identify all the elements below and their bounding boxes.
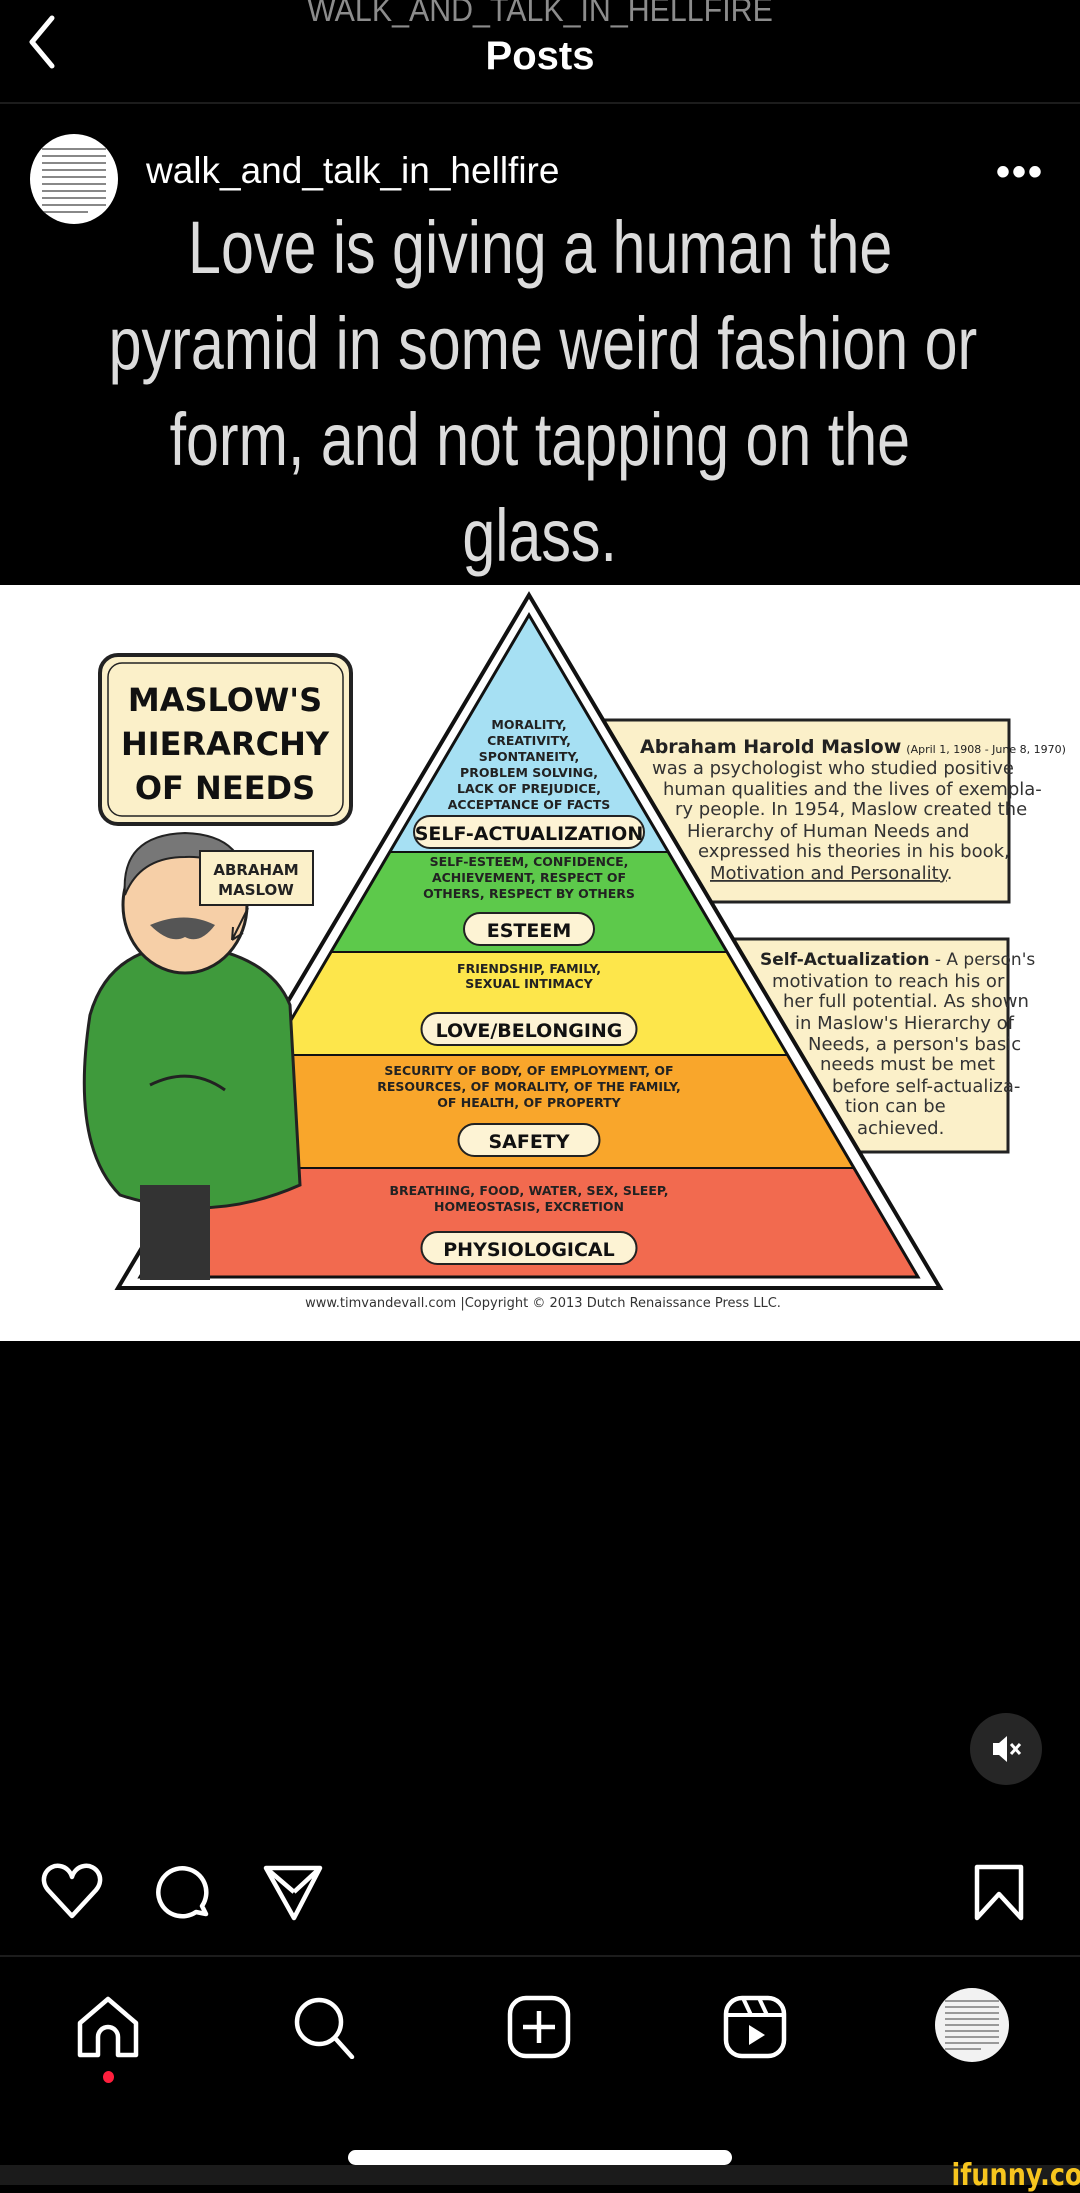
bio-line: was a psychologist who studied positive [652, 758, 1014, 779]
definition-line: needs must be met [820, 1054, 995, 1075]
home-indicator[interactable] [348, 2150, 732, 2165]
level-description-line: ACHIEVEMENT, RESPECT OF [432, 870, 626, 885]
level-description-line: SECURITY OF BODY, OF EMPLOYMENT, OF [384, 1063, 673, 1078]
level-label-pill [457, 1123, 601, 1157]
svg-text:MASLOW: MASLOW [218, 881, 294, 899]
svg-text:MASLOW'S: MASLOW'S [128, 681, 322, 719]
level-description-line: FRIENDSHIP, FAMILY, [457, 961, 601, 976]
level-label-safety: SAFETY [488, 1131, 569, 1153]
svg-text:ABRAHAM: ABRAHAM [213, 861, 298, 879]
definition-line: tion can be [845, 1096, 946, 1117]
account-name-header: WALK_AND_TALK_IN_HELLFIRE [307, 0, 773, 28]
portrait-label: ABRAHAM MASLOW [199, 850, 314, 906]
level-label-pill [420, 1012, 638, 1046]
notification-dot [103, 2071, 114, 2083]
caption-line: Love is giving a human the [187, 206, 893, 289]
nav-divider [0, 1955, 1080, 1957]
level-label-esteem: ESTEEM [487, 920, 572, 942]
level-description-line: PROBLEM SOLVING, [460, 765, 598, 780]
create-post-icon[interactable] [507, 1995, 571, 2059]
definition-line: before self-actualiza- [832, 1076, 1020, 1097]
bio-line: expressed his theories in his book, [698, 841, 1010, 862]
level-description-line: MORALITY, [491, 717, 566, 732]
more-options-icon[interactable]: ••• [996, 150, 1045, 194]
share-send-icon[interactable] [262, 1862, 324, 1922]
username-link[interactable]: walk_and_talk_in_hellfire [146, 150, 560, 191]
svg-text:Abraham Harold Maslow(April 1,: Abraham Harold Maslow (April 1, 1908 - Ju… [640, 736, 1066, 758]
svg-text:OF NEEDS: OF NEEDS [135, 769, 315, 807]
comment-icon[interactable] [152, 1862, 214, 1922]
svg-text:Self-Actualization - A person': Self-Actualization - A person's [760, 950, 1035, 970]
level-label-physiological: PHYSIOLOGICAL [443, 1239, 615, 1261]
svg-text:HIERARCHY: HIERARCHY [121, 725, 330, 763]
level-description-line: OTHERS, RESPECT BY OTHERS [423, 886, 635, 901]
ifunny-watermark: ifunny.co [951, 2158, 1080, 2193]
definition-line: Needs, a person's basic [808, 1034, 1021, 1055]
bio-line: Hierarchy of Human Needs and [687, 821, 969, 842]
definition-line: her full potential. As shown [783, 991, 1029, 1012]
level-description-line: RESOURCES, OF MORALITY, OF THE FAMILY, [377, 1079, 681, 1094]
level-label-pill [463, 912, 595, 946]
speaker-muted-icon [993, 1736, 1022, 1762]
bio-line: human qualities and the lives of exempla… [663, 779, 1042, 800]
level-description-line: BREATHING, FOOD, WATER, SEX, SLEEP, [389, 1183, 668, 1198]
bio-dates: (April 1, 1908 - June 8, 1970) [906, 743, 1066, 756]
bookmark-icon[interactable] [974, 1864, 1024, 1922]
mute-button[interactable] [970, 1713, 1042, 1785]
caption-line: form, and not tapping on the [169, 398, 911, 481]
level-description-line: OF HEALTH, OF PROPERTY [437, 1095, 621, 1110]
level-label-self-actualization: SELF-ACTUALIZATION [415, 823, 643, 845]
level-description-line: SEXUAL INTIMACY [465, 976, 594, 991]
definition-line: in Maslow's Hierarchy of [795, 1013, 1015, 1034]
copyright-credit: www.timvandevall.com |Copyright © 2013 D… [305, 1296, 781, 1311]
reels-icon[interactable] [723, 1995, 787, 2059]
bio-box: Abraham Harold Maslow (April 1, 1908 - Ju… [598, 718, 1066, 904]
level-description-line: CREATIVITY, [487, 733, 571, 748]
like-heart-icon[interactable] [40, 1862, 104, 1922]
header-divider [0, 102, 1080, 104]
caption-line: pyramid in some weird fashion or [108, 302, 978, 385]
infographic-title: MASLOW'S HIERARCHY OF NEEDS [98, 653, 353, 826]
level-label-pill [420, 1231, 638, 1265]
level-label-love-belonging: LOVE/BELONGING [436, 1020, 623, 1042]
definition-term: Self-Actualization [760, 950, 929, 970]
post-caption-text: Love is giving a human the pyramid in so… [0, 200, 1080, 584]
bio-book-title: Motivation and Personality [710, 863, 950, 884]
level-description-line: SPONTANEITY, [479, 749, 579, 764]
watermark-bar [0, 2165, 1080, 2185]
home-icon[interactable] [76, 1995, 140, 2059]
avatar[interactable] [30, 134, 118, 224]
search-icon[interactable] [292, 1995, 356, 2059]
level-description-line: SELF-ESTEEM, CONFIDENCE, [430, 854, 629, 869]
profile-tab-avatar[interactable] [935, 1988, 1009, 2062]
bio-line: ry people. In 1954, Maslow created the [675, 799, 1027, 820]
bio-name: Abraham Harold Maslow [640, 736, 901, 758]
maslow-infographic: Abraham Harold Maslow (April 1, 1908 - Ju… [0, 585, 1080, 1341]
back-chevron-icon[interactable] [22, 14, 62, 70]
definition-line: motivation to reach his or [772, 971, 1005, 992]
caption-line: glass. [462, 494, 618, 577]
level-description-line: HOMEOSTASIS, EXCRETION [434, 1199, 624, 1214]
svg-text:Motivation and Personality.: Motivation and Personality. [710, 863, 952, 884]
level-description-line: LACK OF PREJUDICE, [457, 781, 601, 796]
level-label-pill [413, 815, 645, 849]
arrow-icon [231, 907, 249, 941]
definition-line: achieved. [857, 1118, 944, 1139]
page-title: Posts [485, 34, 595, 78]
level-description-line: ACCEPTANCE OF FACTS [448, 797, 610, 812]
